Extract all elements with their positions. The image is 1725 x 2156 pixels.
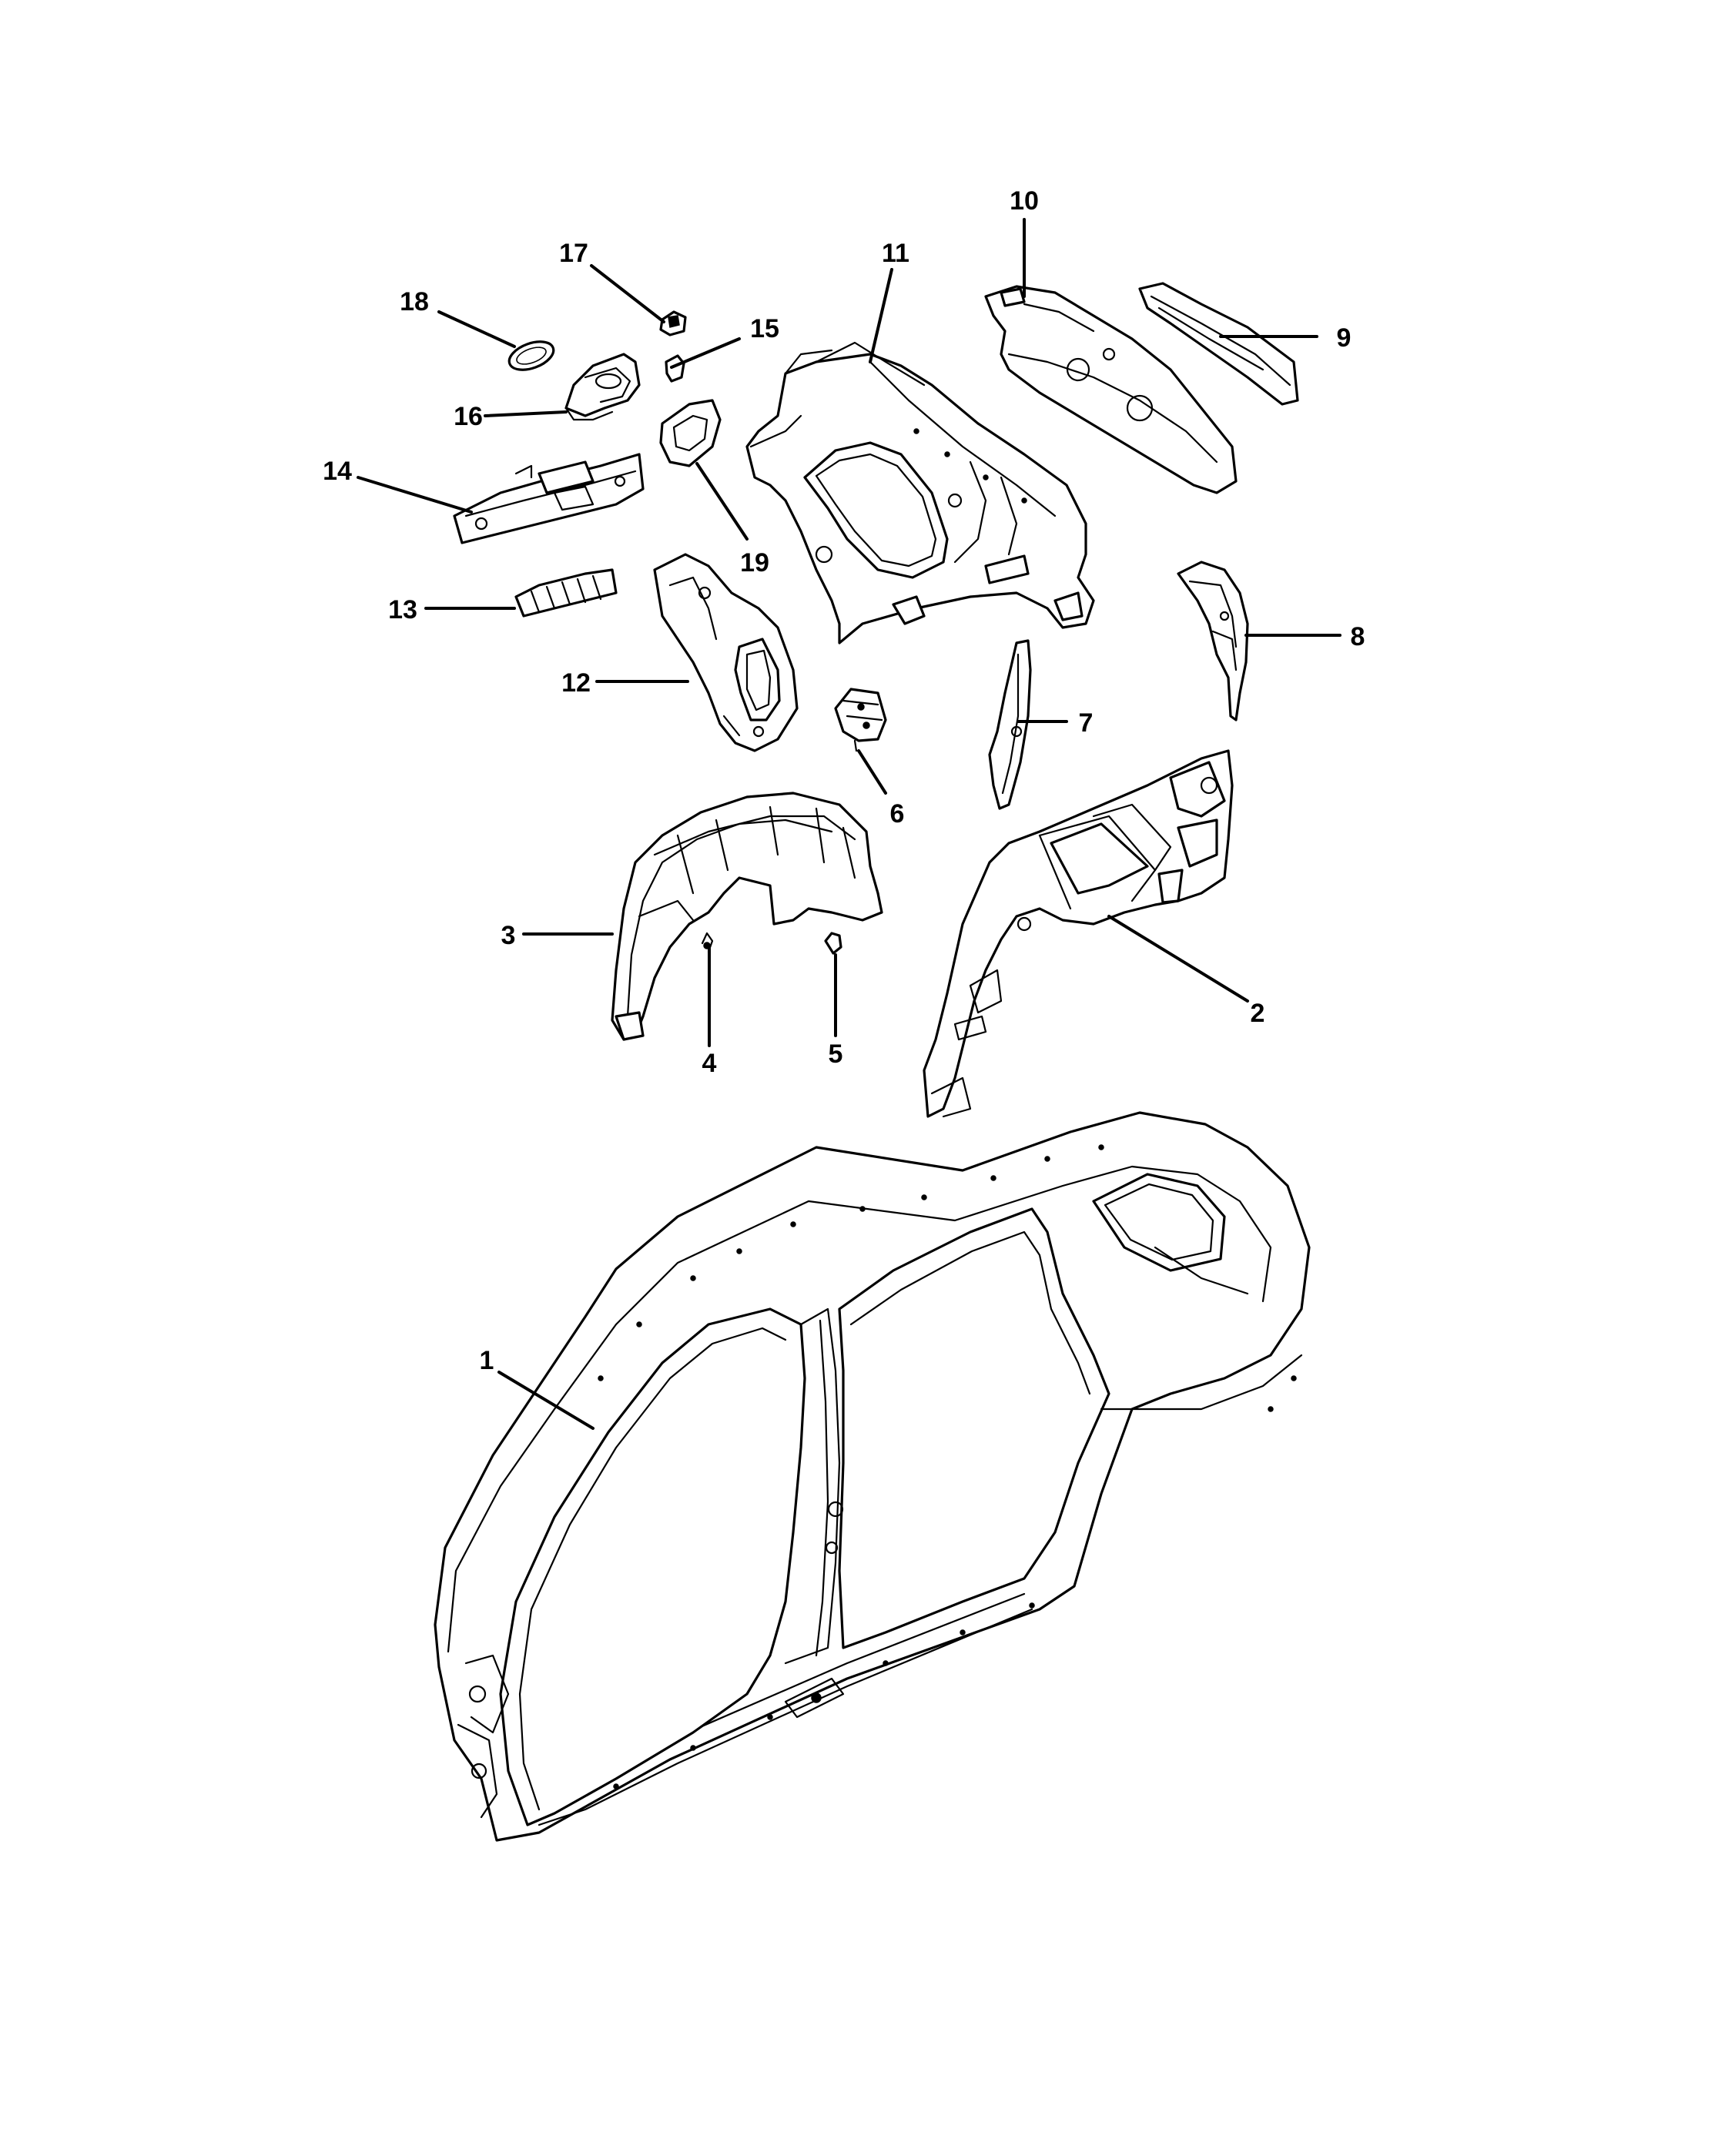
leader-11 xyxy=(869,268,893,363)
part-2-quarter-inner-panel xyxy=(923,749,1234,1118)
callout-5: 5 xyxy=(829,1040,843,1069)
callout-19: 19 xyxy=(740,548,769,578)
leader-16 xyxy=(484,410,568,417)
part-16-fuel-filler-housing xyxy=(564,353,641,421)
leader-17 xyxy=(590,264,665,323)
callout-14: 14 xyxy=(323,457,352,486)
leader-2 xyxy=(1107,915,1249,1003)
callout-15: 15 xyxy=(750,314,779,343)
part-8-rear-extension xyxy=(1177,561,1249,721)
callout-1: 1 xyxy=(480,1346,494,1375)
part-4-clip xyxy=(701,932,714,953)
leader-6 xyxy=(857,749,887,795)
callout-numbers: 1 2 3 4 5 6 7 8 9 10 11 12 13 14 15 16 1… xyxy=(323,186,1365,1375)
callout-12: 12 xyxy=(561,668,591,698)
callout-6: 6 xyxy=(890,799,905,829)
callout-18: 18 xyxy=(400,287,429,316)
callout-4: 4 xyxy=(702,1049,717,1078)
part-14-upper-beam xyxy=(453,453,645,544)
callout-leaders xyxy=(357,218,1341,1430)
callout-11: 11 xyxy=(882,239,909,268)
part-3-wheelhouse-liner xyxy=(611,792,883,1041)
callout-7: 7 xyxy=(1079,708,1094,738)
part-13-bracket xyxy=(514,568,618,618)
callout-3: 3 xyxy=(501,921,516,950)
part-9-upper-rail xyxy=(1138,282,1299,406)
part-11-rear-inner-quarter xyxy=(745,341,1095,644)
part-15-clip xyxy=(665,354,685,383)
callout-13: 13 xyxy=(388,595,417,624)
callout-9: 9 xyxy=(1337,323,1352,353)
part-12-wheelhouse-outer xyxy=(653,553,799,752)
callout-17: 17 xyxy=(559,239,588,268)
part-17-cap-bracket xyxy=(659,310,687,336)
leader-19 xyxy=(695,462,749,541)
leader-15 xyxy=(670,337,741,369)
part-19-filler-bowl xyxy=(659,399,722,467)
callout-10: 10 xyxy=(1010,186,1039,216)
part-10-quarter-upper-panel xyxy=(984,285,1238,494)
part-6-bracket xyxy=(834,688,887,752)
part-1-body-side-aperture xyxy=(434,1111,1311,1842)
part-18-fuel-door xyxy=(507,340,555,371)
part-5-plug xyxy=(824,932,842,955)
leader-18 xyxy=(437,310,516,348)
callout-2: 2 xyxy=(1251,999,1265,1028)
callout-8: 8 xyxy=(1351,622,1365,651)
callout-16: 16 xyxy=(454,402,483,431)
leader-14 xyxy=(357,476,473,514)
leader-1 xyxy=(497,1371,595,1430)
part-7-reinforcement xyxy=(988,639,1032,810)
